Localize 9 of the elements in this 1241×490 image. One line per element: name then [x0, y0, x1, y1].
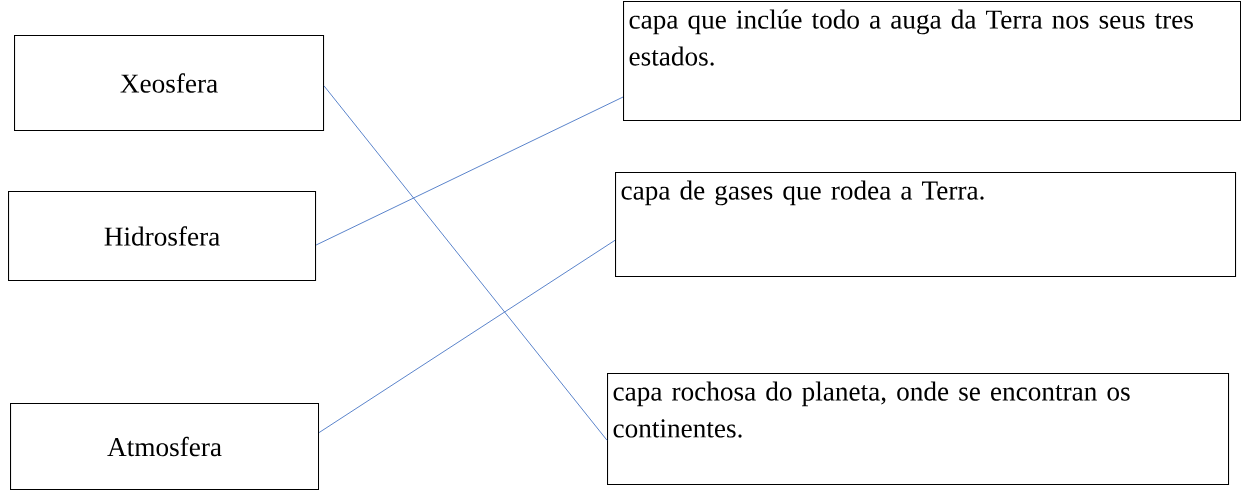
term-box: Xeosfera — [14, 35, 325, 132]
term-box: Hidrosfera — [8, 191, 317, 282]
connector-line — [318, 239, 616, 434]
description-box: capa rochosa do planeta, onde se encontran os continentes. — [607, 373, 1230, 486]
connector-line — [315, 96, 624, 246]
connector-line — [323, 85, 608, 441]
term-box: Atmosfera — [10, 403, 320, 490]
description-box: capa de gases que rodea a Terra. — [615, 172, 1237, 278]
description-box: capa que inclúe todo a auga da Terra nos seus tres estados. — [623, 1, 1241, 122]
